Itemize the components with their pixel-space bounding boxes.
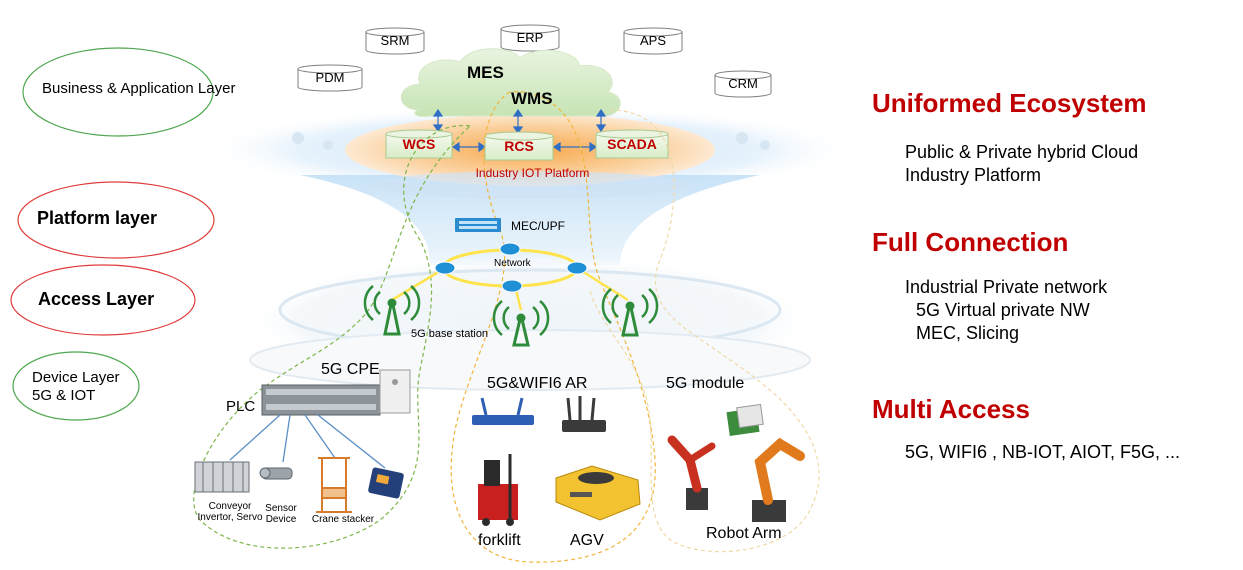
full-line2: 5G Virtual private NW — [916, 300, 1090, 320]
business-layer-oval — [22, 47, 214, 137]
switch-icon — [455, 218, 501, 232]
robot-arm-icon — [667, 435, 716, 510]
sensor-label: Sensor Device — [261, 503, 301, 525]
agv-label: AGV — [570, 532, 604, 549]
sensor-icon — [259, 467, 293, 480]
module-label: 5G module — [666, 375, 745, 392]
base-station-label: 5G base station — [411, 328, 489, 340]
plc-icon — [261, 384, 381, 416]
device-layer-line1: Device Layer — [32, 369, 120, 386]
mec-upf-label: MEC/UPF — [511, 219, 565, 233]
device-layer-label: Device Layer 5G & IOT — [32, 369, 120, 405]
mes-label: MES — [467, 63, 504, 82]
base-station-icon — [363, 285, 421, 336]
access-layer-label: Access Layer — [38, 289, 155, 309]
crane-stacker-icon — [316, 457, 352, 513]
crane-label: Crane stacker — [311, 514, 375, 525]
erp-db-icon — [500, 24, 560, 52]
sensor-line1: Sensor — [265, 503, 297, 514]
cpe-icon — [379, 369, 411, 414]
funnel-neck — [300, 175, 760, 265]
sensor-line2: Device — [265, 514, 297, 525]
device-layer-line2: 5G & IOT — [32, 387, 96, 404]
scada-label: SCADA — [607, 136, 657, 152]
srm-label: SRM — [380, 33, 410, 48]
green-zone-outline — [193, 125, 472, 549]
conveyor-label: Conveyor Invertor, Servo — [190, 501, 270, 523]
agv-icon — [555, 465, 641, 521]
access-layer-oval — [10, 264, 196, 336]
rcs-box — [484, 131, 554, 161]
aps-label: APS — [639, 33, 666, 48]
scanner-icon — [368, 467, 404, 499]
ar-router-icon — [562, 396, 606, 432]
multi-line1: 5G, WIFI6 , NB-IOT, AIOT, F5G, ... — [905, 442, 1181, 462]
cpe-label: 5G CPE — [321, 361, 380, 378]
wms-label: WMS — [511, 89, 553, 108]
device-layer-oval — [12, 351, 140, 421]
base-station-icon — [492, 300, 550, 347]
full-connection-title: Full Connection — [872, 227, 1069, 257]
iot-platform-label: Industry IOT Platform — [475, 166, 590, 180]
multi-access-title: Multi Access — [872, 394, 1030, 424]
conveyor-icon — [194, 461, 250, 493]
platform-layer-oval — [17, 181, 215, 259]
router-icon — [434, 242, 588, 293]
erp-label: ERP — [516, 30, 544, 45]
forklift-icon — [478, 454, 518, 526]
scada-box — [595, 129, 669, 159]
srm-db-icon — [365, 27, 425, 55]
module-icon — [726, 403, 764, 436]
platform-layer-label: Platform layer — [37, 208, 158, 228]
conveyor-line1: Conveyor — [208, 501, 252, 512]
crm-db-icon — [714, 70, 772, 98]
robot-arm-icon — [752, 437, 805, 522]
rcs-label: RCS — [504, 138, 534, 154]
conveyor-line2: Invertor, Servo — [197, 512, 263, 523]
business-layer-label: Business & Application Layer — [42, 80, 236, 97]
robot-arm-label: Robot Arm — [706, 525, 782, 542]
wcs-label: WCS — [402, 136, 436, 152]
base-station-icon — [601, 288, 659, 337]
crm-label: CRM — [728, 76, 758, 91]
uniformed-line1: Public & Private hybrid Cloud — [905, 142, 1139, 162]
aps-db-icon — [623, 27, 683, 55]
wifi-router-icon — [472, 397, 534, 425]
plc-label: PLC — [226, 398, 256, 415]
pdm-label: PDM — [315, 70, 345, 85]
uniformed-ecosystem-title: Uniformed Ecosystem — [872, 88, 1147, 118]
full-line1: Industrial Private network — [905, 277, 1108, 297]
network-label: Network — [494, 258, 531, 269]
beige-zone-outline — [589, 109, 820, 553]
full-line3: MEC, Slicing — [916, 323, 1020, 343]
pdm-db-icon — [297, 64, 363, 92]
uniformed-line2: Industry Platform — [905, 165, 1042, 185]
ar-label: 5G&WIFI6 AR — [487, 375, 588, 392]
forklift-label: forklift — [478, 532, 521, 549]
